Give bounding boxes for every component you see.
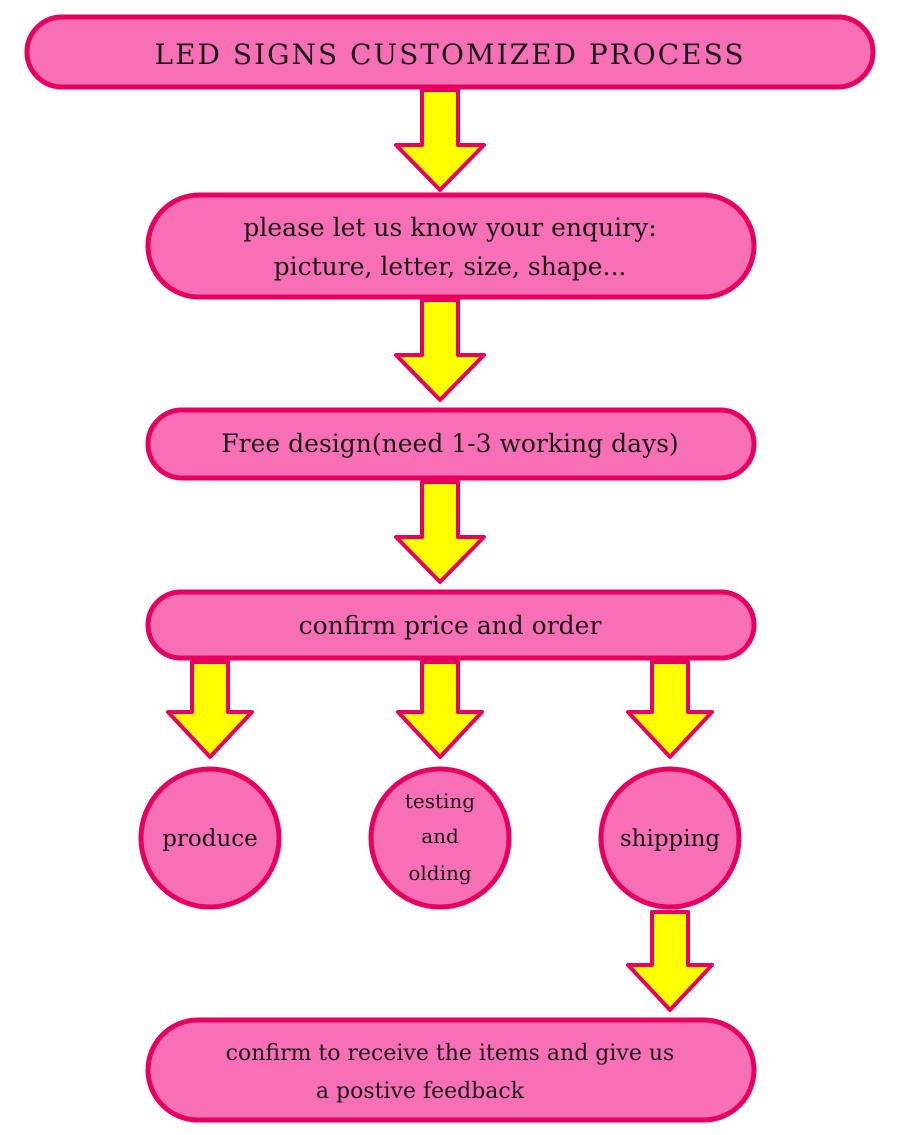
- testing-node: [368, 766, 512, 910]
- arrow-down-icon: [626, 660, 714, 759]
- arrow-down-icon: [394, 88, 486, 192]
- feedback-text-line2: a postive feedback: [316, 1079, 525, 1104]
- shipping-text: shipping: [620, 826, 721, 852]
- enquiry-text-line2: picture, letter, size, shape...: [274, 252, 627, 281]
- design-text: Free design(need 1-3 working days): [221, 429, 678, 458]
- confirm-order-text: confirm price and order: [299, 611, 602, 640]
- testing-text-line2: and: [421, 824, 459, 848]
- arrow-down-icon: [394, 480, 486, 584]
- arrow-down-icon: [396, 660, 484, 759]
- feedback-text-line1: confirm to receive the items and give us: [226, 1041, 675, 1066]
- title-node: [24, 14, 876, 90]
- shipping-node: [598, 766, 742, 910]
- arrow-down-icon: [166, 660, 254, 759]
- feedback-node: [145, 1017, 757, 1123]
- title-text: LED SIGNS CUSTOMIZED PROCESS: [155, 38, 746, 71]
- arrow-down-icon: [394, 298, 486, 402]
- enquiry-text-line1: please let us know your enquiry:: [243, 213, 656, 242]
- arrow-down-icon: [626, 910, 714, 1012]
- produce-text: produce: [162, 826, 258, 852]
- produce-node: [138, 766, 282, 910]
- design-node: [145, 407, 757, 481]
- confirm-order-node: [145, 589, 757, 661]
- testing-text-line1: testing: [405, 789, 475, 813]
- testing-text-line3: olding: [408, 861, 472, 885]
- enquiry-node: [145, 192, 757, 300]
